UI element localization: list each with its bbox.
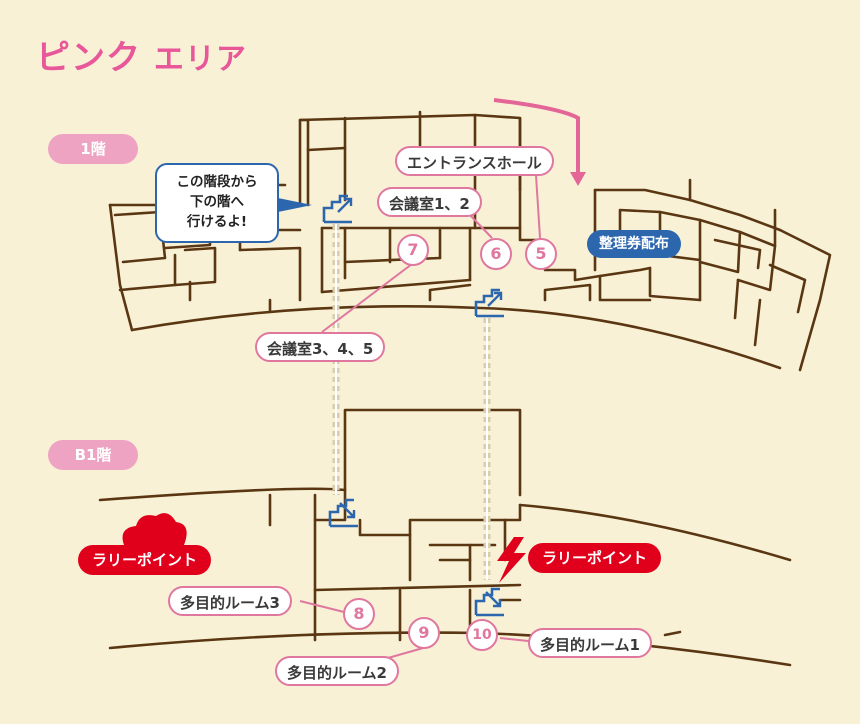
floor-tag-b1: B1階: [48, 440, 138, 470]
stairs-callout: この階段から 下の階へ 行けるよ!: [155, 163, 279, 243]
lightning-icon: [497, 537, 526, 583]
callout-line-3: 行けるよ!: [186, 214, 248, 230]
floor-tag-1f: 1階: [48, 134, 138, 164]
rally-point-left: ラリーポイント: [78, 545, 212, 575]
marker-6: 6: [480, 238, 512, 270]
label-multi-room-2: 多目的ルーム2: [275, 656, 399, 686]
label-multi-room-1: 多目的ルーム1: [528, 628, 652, 658]
marker-10: 10: [466, 619, 498, 651]
stairs-icon: [474, 587, 504, 617]
label-entrance-hall: エントランスホール: [395, 146, 554, 176]
stairs-icon: [328, 498, 358, 528]
label-ticket-distribution: 整理券配布: [587, 230, 681, 258]
callout-line-1: この階段から: [176, 174, 258, 190]
marker-8: 8: [343, 598, 375, 630]
marker-5: 5: [525, 238, 557, 270]
title-main: ピンク: [36, 38, 141, 78]
label-meeting-3-4-5: 会議室3、4、5: [255, 332, 386, 362]
marker-7: 7: [397, 234, 429, 266]
stairs-icon: [474, 288, 504, 318]
page-title: ピンク エリア: [36, 30, 247, 79]
rally-point-right: ラリーポイント: [528, 543, 662, 573]
cloud-icon: [122, 513, 187, 545]
stairs-icon: [322, 194, 353, 224]
entrance-arrow-icon: [493, 98, 580, 176]
title-sub: エリア: [153, 42, 247, 77]
label-multi-room-3: 多目的ルーム3: [168, 586, 292, 616]
callout-line-2: 下の階へ: [190, 194, 244, 210]
label-meeting-1-2: 会議室1、2: [377, 187, 482, 217]
marker-9: 9: [408, 617, 440, 649]
lower-floor-outline: [98, 487, 347, 502]
